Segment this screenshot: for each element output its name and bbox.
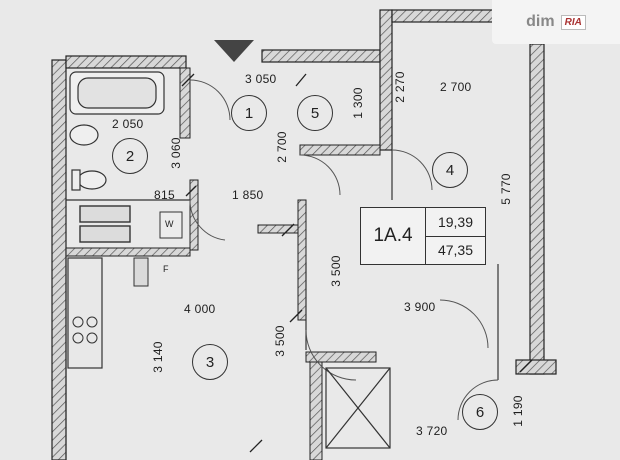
dimension-3140: 3 140 (150, 341, 165, 373)
laundry-shelves (79, 205, 131, 243)
dimension-2270: 2 270 (392, 71, 407, 103)
dimension-3900: 3 900 (404, 300, 436, 314)
washer-box (159, 211, 183, 239)
dimension-2700-hall: 2 700 (274, 131, 289, 163)
dimension-3050: 3 050 (245, 72, 277, 86)
dimension-2050: 2 050 (112, 117, 144, 131)
dimension-815: 815 (154, 188, 175, 202)
kitchen-counter (67, 257, 103, 369)
dimension-3060: 3 060 (168, 137, 183, 169)
dimension-5770: 5 770 (498, 173, 513, 205)
watermark-sub: RIA (560, 14, 586, 30)
radiator (133, 257, 149, 287)
shaft (325, 367, 391, 449)
entrance-arrow-icon (214, 40, 254, 62)
dimension-3500-b: 3 500 (272, 325, 287, 357)
dimension-1300: 1 300 (350, 87, 365, 119)
dimension-1850: 1 850 (232, 188, 264, 202)
interior-walls (65, 67, 381, 460)
door-swings (189, 79, 499, 421)
room-number-3: 3 (192, 344, 228, 380)
dimension-ticks (181, 73, 533, 453)
toilet (71, 169, 107, 191)
washer-label: W (165, 219, 174, 229)
stove (72, 316, 98, 344)
total-area: 47,35 (437, 242, 474, 258)
apartment-info: 1A.4 19,39 47,35 (360, 207, 486, 265)
bathtub (69, 71, 165, 115)
dimension-3720: 3 720 (416, 424, 448, 438)
dimension-1190: 1 190 (510, 395, 525, 427)
dimension-3500-a: 3 500 (328, 255, 343, 287)
living-area: 19,39 (426, 208, 485, 237)
dimension-2700-top: 2 700 (440, 80, 472, 94)
watermark: dim RIA (492, 0, 620, 44)
apartment-code: 1A.4 (361, 208, 426, 264)
sink (69, 124, 99, 146)
room-number-2: 2 (112, 138, 148, 174)
fridge-label: F (163, 264, 169, 274)
watermark-brand: dim (526, 13, 555, 30)
room-number-6: 6 (462, 394, 498, 430)
dimension-4000: 4 000 (184, 302, 216, 316)
room-number-4: 4 (432, 152, 468, 188)
room-number-1: 1 (231, 95, 267, 131)
room-number-5: 5 (297, 95, 333, 131)
